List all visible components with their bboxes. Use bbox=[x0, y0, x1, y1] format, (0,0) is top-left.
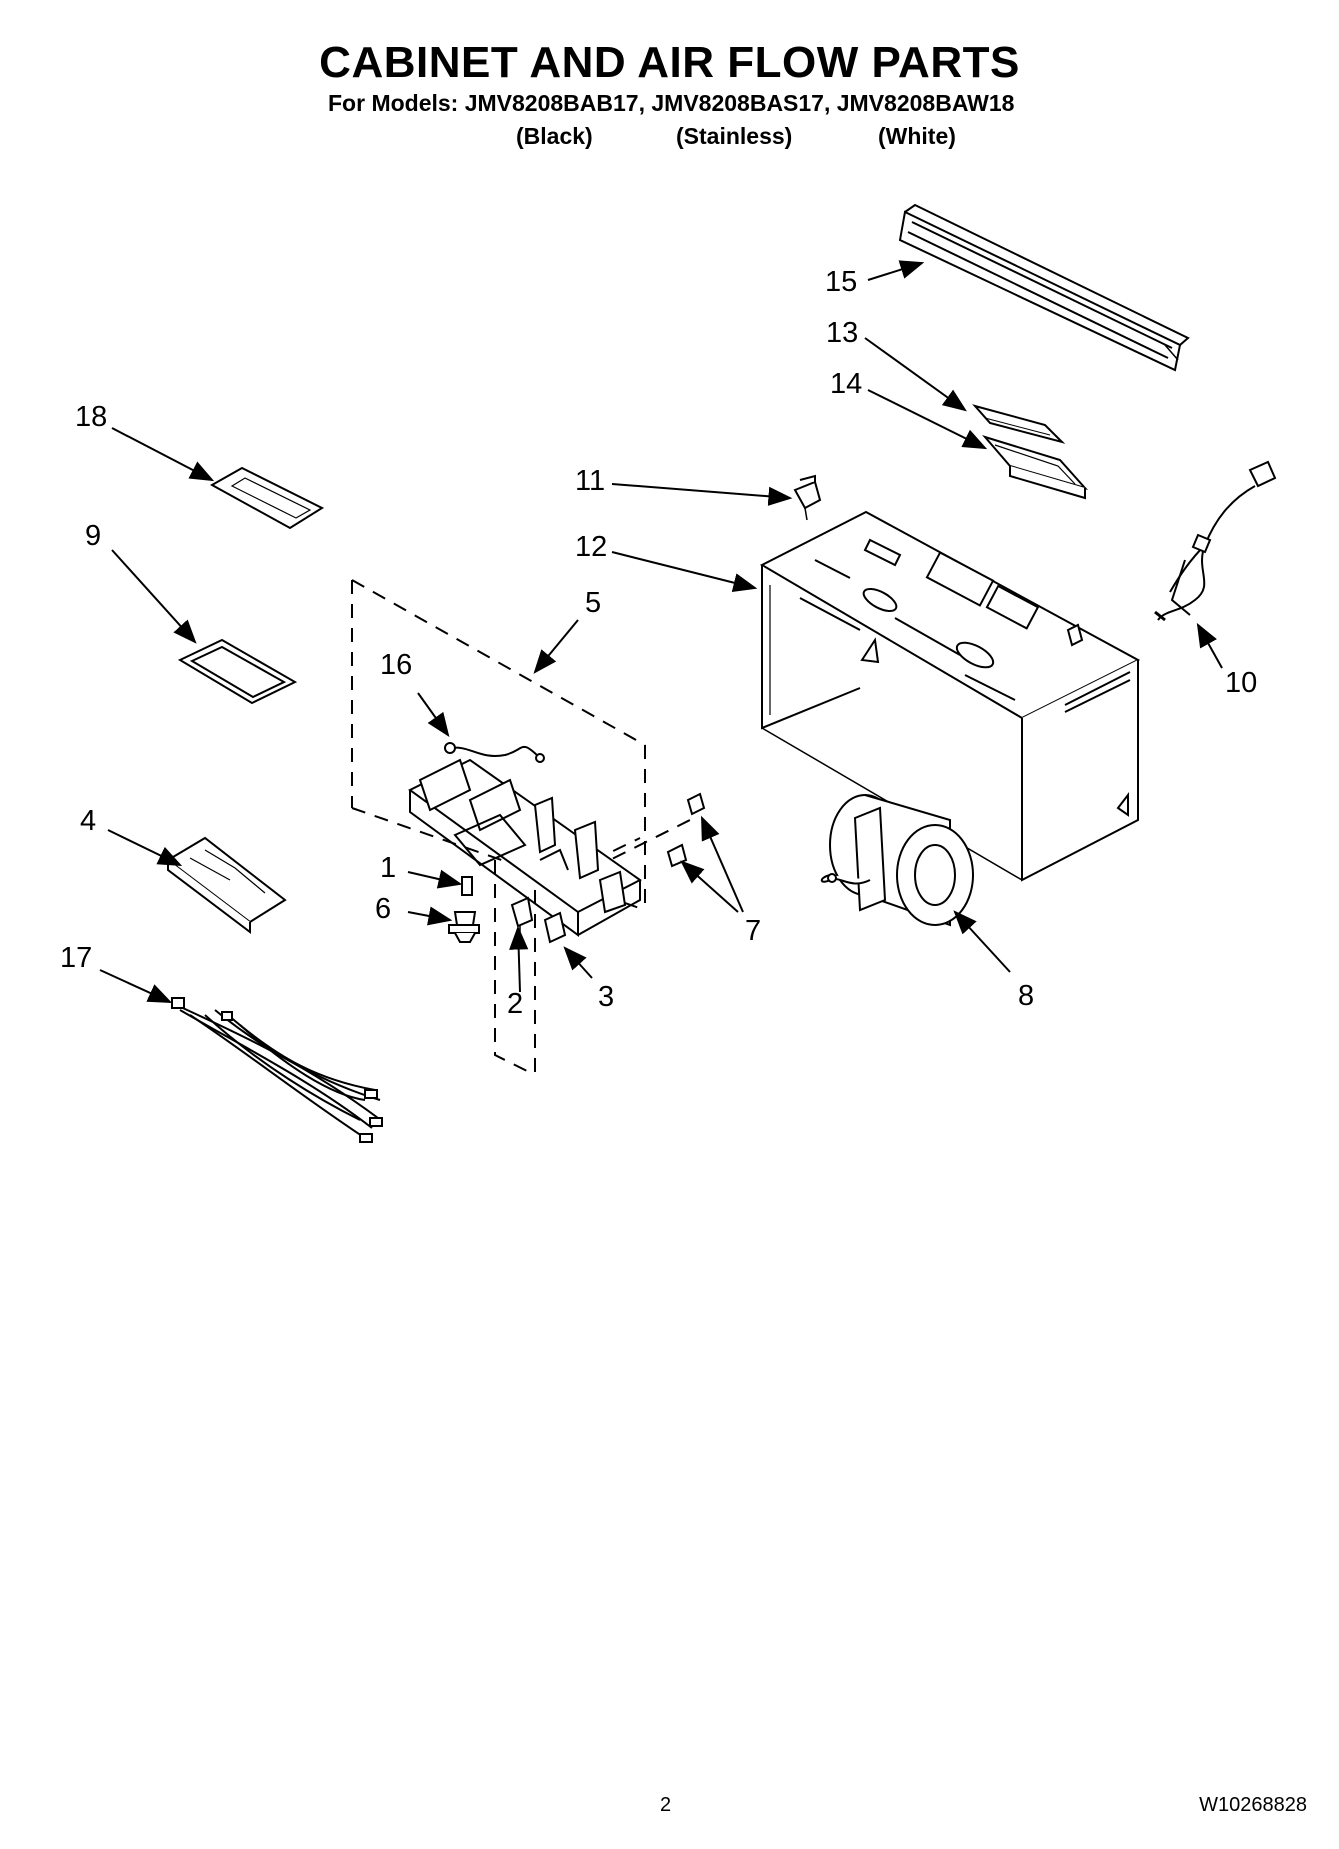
callout-5: 5 bbox=[585, 587, 601, 619]
part-2-switch bbox=[510, 896, 534, 945]
part-4-light-cover bbox=[166, 836, 287, 935]
callout-14: 14 bbox=[830, 368, 862, 400]
callout-9: 9 bbox=[85, 520, 101, 552]
part-1-fuse bbox=[461, 876, 473, 896]
callout-13: 13 bbox=[826, 317, 858, 349]
callout-17: 17 bbox=[60, 942, 92, 974]
page-title: CABINET AND AIR FLOW PARTS bbox=[319, 38, 1020, 87]
callout-numbers: 15 13 14 11 12 18 9 5 16 10 4 1 6 7 17 2… bbox=[60, 266, 1257, 1020]
callout-16: 16 bbox=[380, 649, 412, 681]
part-12-cabinet bbox=[759, 510, 1141, 882]
models-line: For Models: JMV8208BAB17, JMV8208BAS17, … bbox=[328, 90, 1015, 116]
callout-4: 4 bbox=[80, 805, 96, 837]
callout-8: 8 bbox=[1018, 980, 1034, 1012]
part-17-wire-harness bbox=[171, 997, 383, 1143]
part-18-literature-packet bbox=[209, 466, 325, 530]
callout-18: 18 bbox=[75, 401, 107, 433]
callout-7: 7 bbox=[745, 915, 761, 947]
part-13-vent-plate bbox=[972, 404, 1066, 444]
callout-2: 2 bbox=[507, 988, 523, 1020]
part-14-damper-tray bbox=[981, 435, 1089, 500]
part-6-thermostat bbox=[448, 911, 480, 943]
variant-black: (Black) bbox=[516, 123, 593, 149]
part-8-blower-motor bbox=[820, 794, 974, 927]
leader-lines bbox=[99, 260, 1223, 1003]
callout-3: 3 bbox=[598, 981, 614, 1013]
part-11-bracket bbox=[793, 474, 822, 521]
part-3-switch bbox=[543, 911, 567, 944]
variant-stainless: (Stainless) bbox=[676, 123, 793, 149]
callout-10: 10 bbox=[1225, 667, 1257, 699]
callout-12: 12 bbox=[575, 531, 607, 563]
callout-15: 15 bbox=[825, 266, 857, 298]
page-number: 2 bbox=[660, 1794, 672, 1816]
part-5-control-bracket-assembly bbox=[351, 579, 691, 1076]
part-15-vent-grille bbox=[898, 203, 1190, 372]
part-10-power-cord bbox=[1154, 460, 1277, 622]
callout-6: 6 bbox=[375, 893, 391, 925]
document-number: W10268828 bbox=[1199, 1794, 1307, 1816]
callout-1: 1 bbox=[380, 852, 396, 884]
part-7-clips bbox=[666, 792, 706, 868]
variant-white: (White) bbox=[878, 123, 956, 149]
part-9-filter bbox=[177, 638, 298, 705]
callout-11: 11 bbox=[575, 465, 605, 497]
